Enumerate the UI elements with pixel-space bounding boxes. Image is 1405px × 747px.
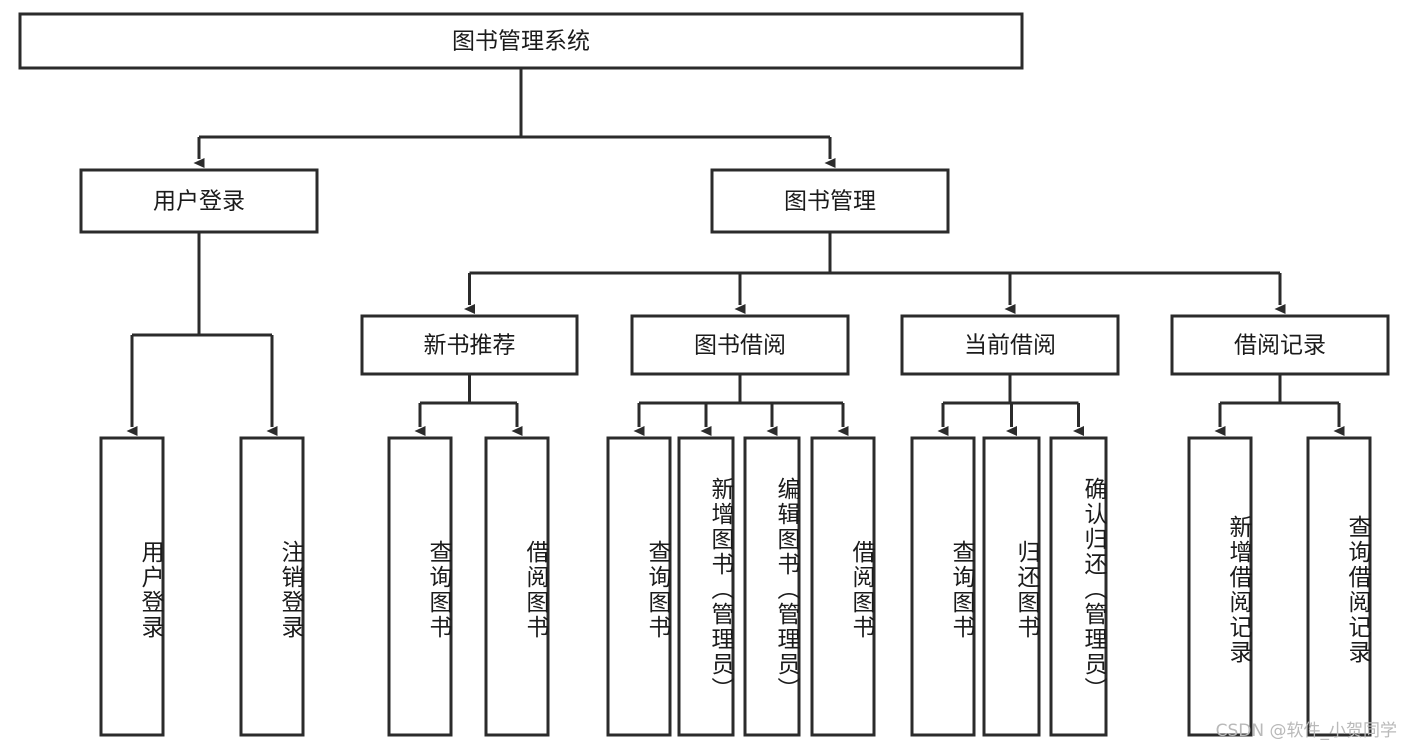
- node-root-label: 图书管理系统: [452, 29, 590, 55]
- node-current-borrow[interactable]: [900, 314, 1120, 376]
- node-user-login-label: 用户登录: [153, 189, 245, 215]
- watermark: CSDN @软件_小贺同学: [1215, 721, 1397, 741]
- node-leaf-cb-return[interactable]: [982, 436, 1041, 737]
- node-book-manage-label: 图书管理: [784, 189, 876, 215]
- node-leaf-br-query[interactable]: [1306, 436, 1372, 737]
- node-leaf-bb-edit[interactable]: [743, 436, 801, 737]
- node-book-borrow-label: 图书借阅: [694, 333, 786, 359]
- node-leaf-br-add[interactable]: [1187, 436, 1253, 737]
- node-borrow-record-label: 借阅记录: [1234, 333, 1326, 359]
- node-boxes-layer: [18, 12, 1390, 737]
- node-leaf-bb-borrow[interactable]: [810, 436, 876, 737]
- node-leaf-user-login[interactable]: [99, 436, 165, 737]
- node-user-login[interactable]: [79, 168, 319, 234]
- node-leaf-bb-query[interactable]: [606, 436, 672, 737]
- node-leaf-cb-confirm[interactable]: [1049, 436, 1108, 737]
- connectors-layer: [126, 68, 1345, 436]
- node-leaf-bb-add[interactable]: [677, 436, 735, 737]
- node-new-book-rec-label: 新书推荐: [424, 333, 516, 359]
- node-new-book-rec[interactable]: [360, 314, 579, 376]
- node-leaf-nb-borrow[interactable]: [484, 436, 550, 737]
- node-current-borrow-label: 当前借阅: [964, 333, 1056, 359]
- node-leaf-user-logout[interactable]: [239, 436, 305, 737]
- node-leaf-nb-query[interactable]: [387, 436, 453, 737]
- node-leaf-cb-query[interactable]: [910, 436, 976, 737]
- node-root[interactable]: [18, 12, 1024, 70]
